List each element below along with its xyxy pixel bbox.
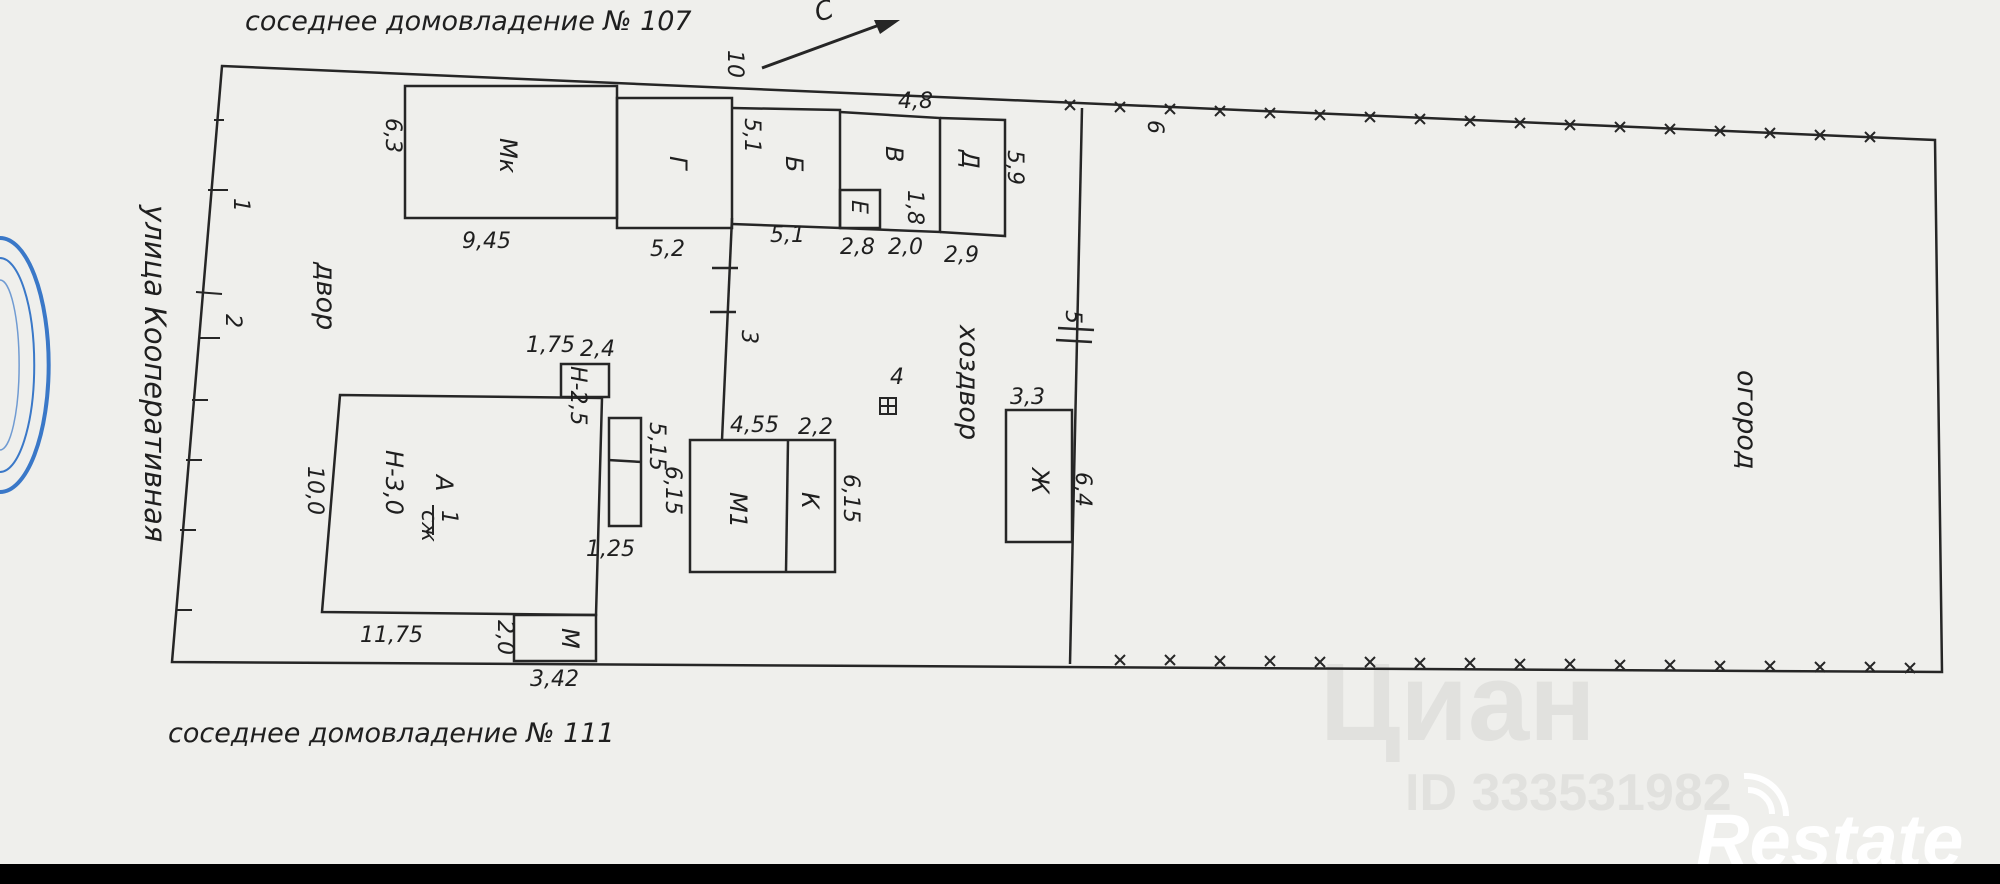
room-m1: М1 [724, 492, 752, 528]
point-3: 3 [736, 330, 761, 344]
room-g: Г [664, 156, 692, 171]
room-a: А [430, 473, 458, 491]
dim-10-0: 10,0 [302, 466, 327, 515]
dim-6-3: 6,3 [380, 118, 405, 153]
dim-9-45: 9,45 [462, 229, 511, 254]
point-10: 10 [722, 50, 747, 78]
room-m: М [556, 628, 584, 649]
site-plan-drawing: Циан ID 333531982 [0, 0, 1963, 864]
well-icon [879, 397, 897, 415]
north-arrow-icon [761, 20, 900, 70]
dim-3-42: 3,42 [530, 667, 579, 692]
dim-5-9: 5,9 [1002, 150, 1027, 185]
dim-6-15-left: 6,15 [660, 466, 685, 515]
dim-4-55: 4,55 [730, 413, 779, 438]
m1-k-building [688, 438, 837, 574]
stamp-icon [0, 236, 51, 494]
watermark-brand: Циан [1320, 641, 1596, 764]
room-v: В [880, 146, 908, 162]
dim-2-4: 2,4 [580, 337, 615, 362]
dim-2-8: 2,8 [840, 235, 875, 260]
building-row [403, 84, 1007, 238]
dim-6-15-right: 6,15 [838, 474, 863, 523]
room-mk: Мк [494, 138, 522, 174]
point-5: 5 [1060, 310, 1085, 324]
dim-3-3: 3,3 [1010, 385, 1045, 410]
dim-1-8: 1,8 [902, 190, 927, 225]
room-e: Е [846, 200, 871, 214]
neighbor-top-label: соседнее домовладение № 107 [245, 6, 692, 37]
street-label: улица Кооперативная [138, 204, 172, 542]
room-d: Д [956, 149, 984, 169]
restate-logo: Restate [1696, 772, 1963, 864]
dim-1-25: 1,25 [586, 537, 635, 562]
dim-2-9: 2,9 [944, 243, 979, 268]
dim-2-0-house: 2,0 [492, 620, 517, 655]
dim-11-75: 11,75 [360, 623, 423, 648]
dim-5-2: 5,2 [650, 237, 685, 262]
dim-4-8: 4,8 [898, 89, 933, 114]
well-number: 4 [890, 365, 904, 390]
room-b: Б [780, 156, 808, 172]
bottom-band [0, 864, 2000, 884]
street-ticks [176, 119, 228, 611]
point-2: 2 [220, 314, 245, 328]
porch-height: Н-2,5 [565, 366, 590, 425]
room-zh: Ж [1026, 466, 1054, 495]
room-a-height: Н-3,0 [380, 450, 408, 515]
compass-letter: С [811, 0, 838, 29]
main-house [320, 362, 643, 663]
fence-marks [1064, 99, 1916, 674]
dim-1-75: 1,75 [526, 333, 575, 358]
yard-label: двор [310, 261, 341, 330]
room-a-sub: сж [416, 510, 441, 542]
utility-line [710, 217, 1095, 441]
point-1: 1 [228, 198, 253, 212]
dim-5-1: 5,1 [770, 223, 805, 248]
garden-label: огород [1731, 370, 1762, 470]
restate-logo-text: Restate [1696, 799, 1963, 864]
room-a-number: 1 [436, 510, 461, 524]
dim-2-0: 2,0 [888, 235, 923, 260]
plot-boundary [170, 64, 1944, 674]
neighbor-bottom-label: соседнее домовладение № 111 [168, 718, 615, 749]
watermark-id: ID 333531982 [1405, 764, 1732, 822]
dim-5-1-vertical: 5,1 [739, 118, 764, 153]
zh-building [1004, 408, 1074, 544]
dim-5-15: 5,15 [644, 422, 669, 471]
point-6: 6 [1142, 120, 1167, 134]
room-k: К [796, 492, 824, 510]
passage-label: хоздвор [953, 324, 984, 440]
site-plan-sheet: Циан ID 333531982 [0, 0, 2000, 864]
dim-6-4: 6,4 [1070, 472, 1095, 507]
dim-2-2: 2,2 [798, 415, 833, 440]
